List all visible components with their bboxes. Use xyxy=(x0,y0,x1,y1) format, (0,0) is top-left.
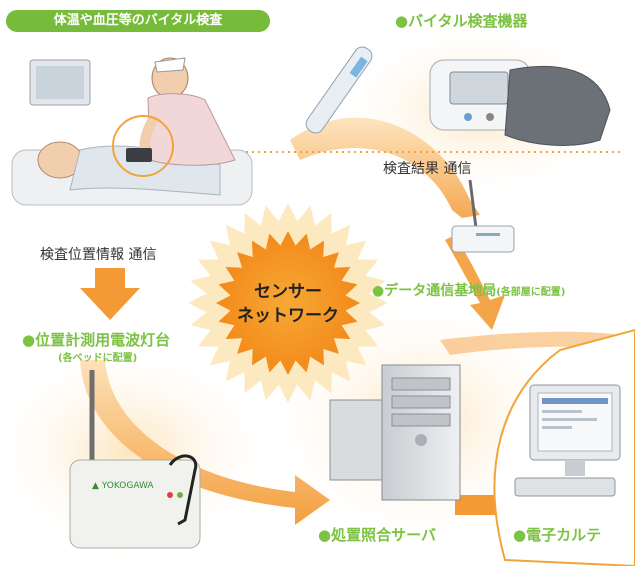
arrow-beacon-to-server xyxy=(80,360,330,525)
base-station-note: (各部屋に配置) xyxy=(496,287,566,298)
vital-devices xyxy=(305,46,611,146)
svg-text:▲ YOKOGAWA: ▲ YOKOGAWA xyxy=(92,481,154,491)
ehr-label: ●電子カルテ xyxy=(513,526,602,544)
result-comm-label: 検査結果 通信 xyxy=(383,161,472,177)
ehr-computer xyxy=(514,384,621,497)
sensor-line-2: ネットワーク xyxy=(237,306,339,326)
position-comm-label: 検査位置情報 通信 xyxy=(40,247,157,263)
base-station-label: ●データ通信基地局(各部屋に配置) xyxy=(372,280,565,300)
server-label: ●処置照合サーバ xyxy=(318,526,436,544)
sensor-network-label: センサー ネットワーク xyxy=(228,280,348,328)
beacon-device: ▲ YOKOGAWA xyxy=(69,370,201,549)
base-station-title: ●データ通信基地局 xyxy=(372,283,497,299)
vital-devices-label: ●バイタル検査機器 xyxy=(395,12,528,30)
arrow-to-ehr-arc xyxy=(440,331,620,355)
base-station-device xyxy=(451,179,515,253)
arrow-devices-to-station xyxy=(290,117,480,218)
server-computer xyxy=(329,364,461,501)
arrow-station-down xyxy=(445,235,505,330)
sensor-line-1: センサー xyxy=(254,282,322,302)
patient-bed-scene xyxy=(11,57,253,206)
beacon-label: ●位置計測用電波灯台 xyxy=(22,331,171,349)
sensor-burst xyxy=(216,231,360,375)
beacon-note: (各ベッドに配置) xyxy=(58,353,138,364)
vital-check-banner: 体温や血圧等のバイタル検査 xyxy=(6,10,270,32)
arrow-patient-to-beacon xyxy=(80,268,140,320)
